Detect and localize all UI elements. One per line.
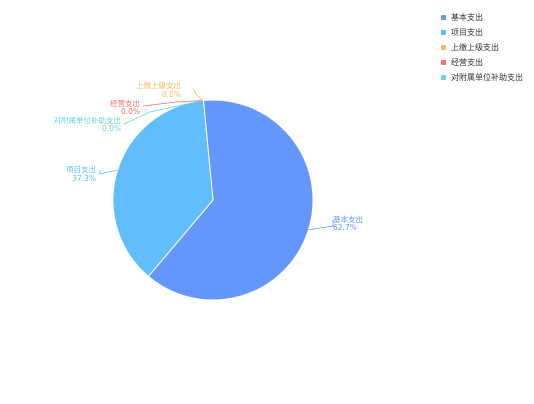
slice-label-name-basic: 基本支出 [333, 214, 363, 224]
label-line-operating [142, 100, 203, 107]
labels-layer: 基本支出62.7%项目支出37.3%上缴上级支出0.0%经营支出0.0%对附属单… [54, 80, 364, 232]
slice-label-value-remit: 0.0% [162, 90, 181, 99]
slice-label-value-project: 37.3% [72, 174, 96, 183]
legend-item-operating[interactable]: 经营支出 [441, 55, 533, 70]
legend-label-project: 项目支出 [451, 28, 483, 37]
legend-label-operating: 经营支出 [451, 58, 483, 67]
slice-label-name-project: 项目支出 [66, 164, 96, 174]
legend-item-project[interactable]: 项目支出 [441, 25, 533, 40]
slice-label-name-subsidiary: 对附属单位补助支出 [54, 115, 122, 125]
legend-item-subsidiary[interactable]: 对附属单位补助支出 [441, 70, 533, 85]
slice-label-value-operating: 0.0% [121, 107, 140, 116]
slice-label-value-basic: 62.7% [333, 223, 357, 232]
slices-layer [112, 99, 314, 301]
legend-swatch-basic [441, 15, 446, 20]
legend-swatch-project [441, 30, 446, 35]
legend-label-subsidiary: 对附属单位补助支出 [451, 73, 523, 82]
label-line-remit [192, 87, 203, 101]
pie-slice-project[interactable] [112, 99, 214, 278]
legend-label-basic: 基本支出 [451, 13, 483, 22]
legend: 基本支出 项目支出 上缴上级支出 经营支出 对附属单位补助支出 [441, 10, 533, 85]
label-line-subsidiary [123, 100, 203, 125]
legend-swatch-remit [441, 45, 446, 50]
legend-swatch-operating [441, 60, 446, 65]
slice-label-name-operating: 经营支出 [110, 98, 140, 108]
label-line-basic [308, 220, 334, 231]
legend-label-remit: 上缴上级支出 [451, 43, 499, 52]
legend-swatch-subsidiary [441, 75, 446, 80]
legend-item-basic[interactable]: 基本支出 [441, 10, 533, 25]
label-line-project [99, 169, 118, 175]
slice-label-name-remit: 上缴上级支出 [136, 80, 181, 90]
legend-item-remit[interactable]: 上缴上级支出 [441, 40, 533, 55]
slice-label-value-subsidiary: 0.0% [102, 124, 121, 133]
